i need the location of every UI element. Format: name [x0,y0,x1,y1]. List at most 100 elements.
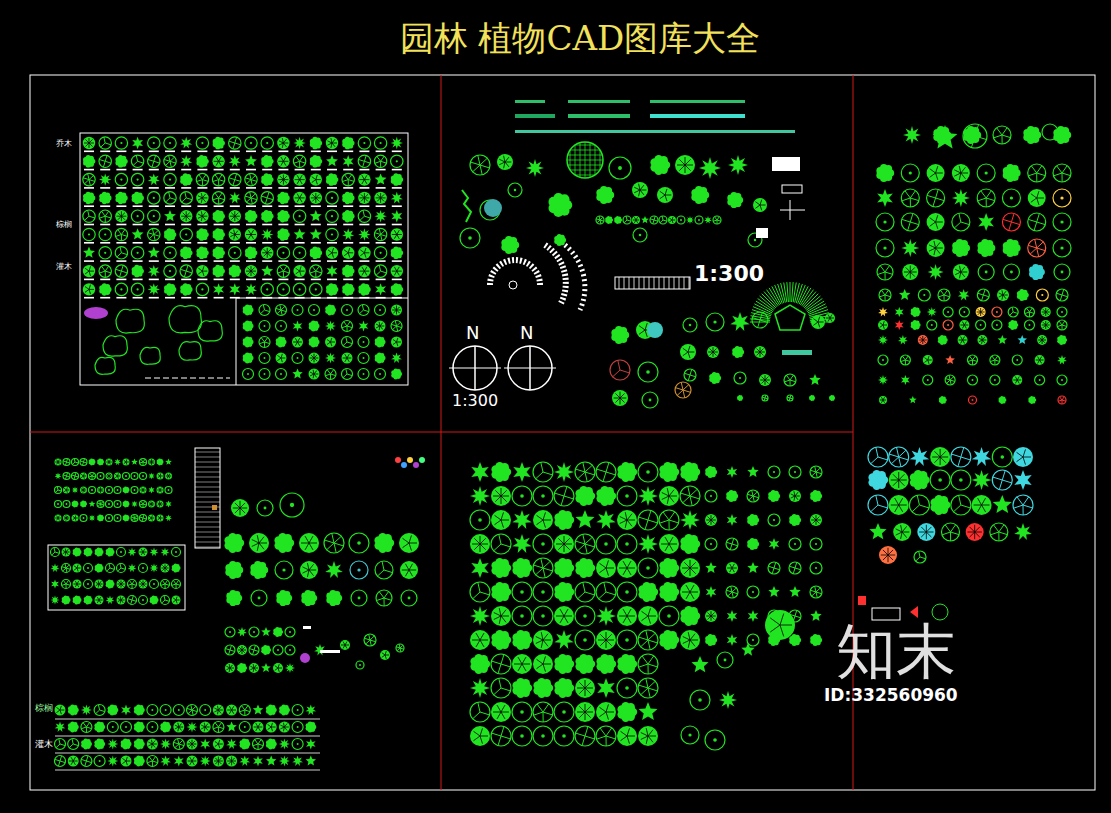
plant-symbol [196,155,208,167]
plant-symbol [154,235,160,237]
plant-symbol [660,220,663,223]
plant-symbol [641,216,649,223]
plant-symbol [104,137,105,143]
plant-symbol [132,228,144,239]
name-bar [84,224,94,226]
name-bar [262,187,272,189]
shrub-outline [95,357,115,374]
plant-symbol [713,320,716,323]
plant-symbol [276,305,287,316]
plant-symbol [164,210,176,221]
name-bar [311,279,321,281]
plant-symbol [663,220,667,221]
plant-symbol [310,210,322,221]
plant-symbol [784,380,790,382]
plant-symbol [557,237,562,242]
plant-symbol [358,337,369,348]
name-bar [149,297,159,299]
plant-symbol [329,177,335,183]
plant-symbol [363,142,365,144]
plant-symbol [342,265,354,277]
plant-symbol [313,159,319,165]
plant-symbol [1003,164,1021,182]
plant-symbol [1002,128,1007,135]
name-bar [278,260,288,262]
plant-symbol [695,216,703,224]
plant-symbol [650,155,670,175]
plant-symbol [243,369,254,380]
plant-symbol [180,269,186,271]
plant-symbol [312,340,317,345]
name-bar [214,205,224,207]
plant-symbol [312,324,317,329]
plant-symbol [170,161,171,167]
plant-symbol [689,324,692,327]
name-bar [84,187,94,189]
plant-symbol [180,137,192,149]
plant-symbol [83,137,95,149]
plant-symbol [121,271,127,273]
plant-symbol [310,155,322,167]
name-bar [181,260,191,262]
plant-symbol [381,235,387,237]
plant-symbol [276,369,287,380]
name-bar [327,151,337,153]
plant-symbol [376,235,381,239]
plant-symbol [213,137,225,149]
plant-symbol [1031,166,1036,173]
plant-symbol [327,265,338,277]
name-bar [100,187,110,189]
plant-symbol [326,283,338,295]
plant-symbol [309,320,320,331]
plant-symbol [684,369,696,381]
plant-symbol [325,321,336,332]
plant-symbol [280,373,282,375]
name-bar [165,205,175,207]
plant-symbol [877,189,893,207]
plant-symbol [148,155,160,167]
plant-symbol [164,192,176,204]
plant-symbol [261,192,273,204]
plant-symbol [105,211,109,216]
plant-symbol [164,137,176,149]
name-bar [197,279,207,281]
plant-symbol [182,198,187,202]
name-bar [295,169,305,171]
plant-symbol [1062,173,1071,176]
name-bar [278,242,288,244]
plant-symbol [762,395,768,401]
plant-symbol [473,165,480,172]
plant-symbol [197,180,203,182]
plant-symbol [379,373,381,375]
plant-symbol [310,228,322,239]
plant-symbol [265,342,270,344]
plant-symbol [297,309,299,311]
plant-symbol [202,175,206,180]
plant-symbol [99,192,111,204]
name-bar [84,279,94,281]
plant-symbol [245,137,257,149]
plant-symbol [247,373,249,375]
name-bar [165,169,175,171]
plant-symbol [501,236,519,254]
name-bar [214,169,224,171]
plant-symbol [677,390,683,395]
plant-symbol [246,198,251,202]
plant-symbol [646,370,650,374]
name-bar [343,279,353,281]
plant-symbol [309,353,320,364]
name-bar [295,224,305,226]
name-bar [100,224,110,226]
plant-symbol [1002,135,1011,138]
plant-symbol [526,159,544,177]
plant-symbol [83,247,95,258]
plant-symbol [251,194,256,198]
name-bar [214,279,224,281]
name-bar [359,260,369,262]
plant-symbol [331,197,333,199]
name-bar [133,224,143,226]
name-bar [181,187,191,189]
plant-symbol [281,232,287,238]
plant-symbol [480,165,482,175]
plant-symbol [626,216,627,220]
